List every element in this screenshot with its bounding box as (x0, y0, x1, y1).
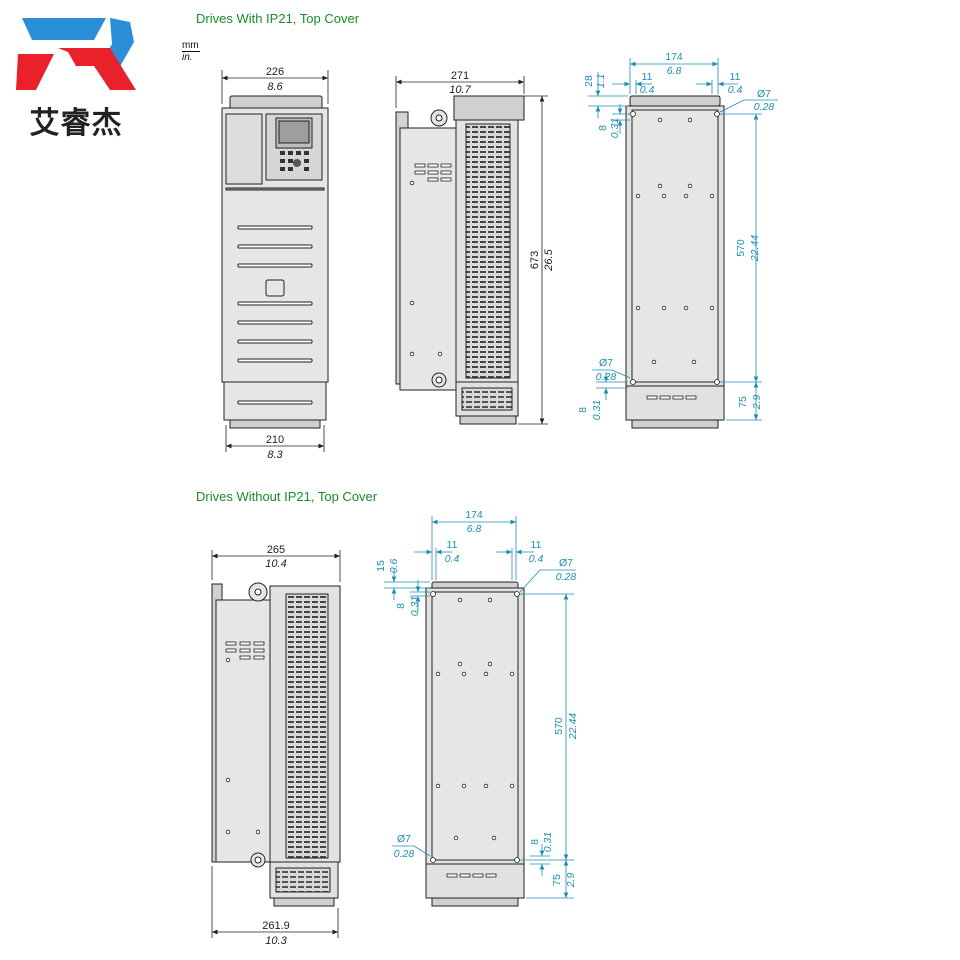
rear-hole-spacing-in: 22.44 (749, 235, 761, 262)
side-width-mm: 271 (451, 70, 469, 82)
rear-b-hole-spacing-in: 22.44 (567, 713, 579, 740)
logo-text: 艾睿杰 (29, 106, 123, 141)
rear-left-offset-in: 0.4 (640, 84, 655, 96)
rear-b-bottom-gap-mm: 8 (529, 839, 541, 845)
side-view-bottom-slots (225, 641, 265, 835)
side-view-top-slots (409, 163, 452, 357)
keypad (280, 151, 309, 171)
rear-top-dims (588, 58, 778, 421)
rear-top-gap-mm: 8 (597, 125, 609, 131)
unit-in: in. (182, 52, 193, 63)
section-title-with-ip21: Drives With IP21, Top Cover (196, 11, 360, 26)
rear-bottom-gap-mm: 8 (577, 407, 589, 413)
side-view-top (395, 95, 525, 425)
rear-top-margin-in: 1.1 (595, 74, 607, 89)
rear-bottom-hole-in: 0.28 (596, 371, 617, 383)
rear-left-offset-mm: 11 (642, 71, 653, 83)
side-width-in: 10.7 (449, 84, 471, 96)
side-bottom-base-width-in: 10.3 (265, 935, 287, 947)
side-height-in: 26.5 (543, 248, 555, 271)
rear-b-top-hole-in: 0.28 (556, 571, 577, 583)
front-view-slots (237, 225, 313, 405)
rear-b-width-mm: 174 (465, 509, 483, 521)
rear-top-gap-in: 0.31 (609, 118, 621, 138)
rear-view-bottom-holes (430, 591, 520, 878)
front-base-width-mm: 210 (266, 434, 284, 446)
rear-view-top-holes (630, 111, 720, 400)
rear-b-right-offset-mm: 11 (531, 539, 542, 551)
front-width-in: 8.6 (267, 81, 283, 93)
side-view-bottom (211, 582, 341, 907)
rear-width-in: 6.8 (667, 65, 682, 77)
rear-bottom-margin-in: 2.9 (751, 395, 763, 411)
rear-view-bottom (425, 581, 525, 907)
rear-b-bottom-margin-in: 2.9 (565, 873, 577, 889)
rear-b-left-offset-mm: 11 (447, 539, 458, 551)
rear-bottom-dims (384, 516, 576, 899)
front-dims (221, 70, 329, 452)
unit-mm: mm (182, 40, 200, 52)
rear-b-hole-spacing-mm: 570 (553, 717, 565, 735)
rear-b-top-gap-mm: 8 (395, 603, 407, 609)
front-width-mm: 226 (266, 66, 284, 78)
rear-b-left-offset-in: 0.4 (445, 553, 460, 565)
rear-view-top (625, 95, 725, 429)
side-bottom-base-width-mm: 261.9 (262, 920, 290, 932)
rear-bottom-hole-mm: Ø7 (599, 357, 613, 369)
rear-right-offset-mm: 11 (730, 71, 741, 83)
side-bottom-width-in: 10.4 (265, 558, 286, 570)
section-title-without-ip21: Drives Without IP21, Top Cover (196, 489, 378, 504)
rear-b-width-in: 6.8 (467, 523, 482, 535)
rear-b-top-gap-in: 0.31 (409, 596, 421, 616)
front-view-top (221, 95, 329, 429)
side-bottom-dims (211, 550, 341, 938)
rear-hole-spacing-mm: 570 (735, 239, 747, 257)
rear-width-mm: 174 (665, 51, 683, 63)
company-logo (16, 18, 136, 90)
side-bottom-width-mm: 265 (267, 544, 285, 556)
rear-b-right-offset-in: 0.4 (529, 553, 544, 565)
rear-top-margin-mm: 28 (583, 75, 595, 87)
rear-b-bottom-hole-in: 0.28 (394, 848, 415, 860)
rear-b-top-margin-in: 0.6 (388, 559, 400, 574)
rear-b-top-hole-mm: Ø7 (559, 557, 573, 569)
front-base-width-in: 8.3 (267, 449, 283, 461)
rear-b-top-margin-mm: 15 (375, 560, 387, 572)
rear-b-bottom-hole-mm: Ø7 (397, 833, 411, 845)
rear-top-hole-mm: Ø7 (757, 88, 771, 100)
rear-bottom-margin-mm: 75 (737, 396, 749, 408)
rear-b-bottom-margin-mm: 75 (551, 874, 563, 886)
side-top-dims (395, 76, 548, 425)
side-height-mm: 673 (529, 251, 541, 269)
rear-right-offset-in: 0.4 (728, 84, 743, 96)
rear-top-hole-in: 0.28 (754, 101, 775, 113)
rear-bottom-gap-in: 0.31 (591, 400, 603, 420)
rear-b-bottom-gap-in: 0.31 (542, 832, 554, 852)
unit-legend: mm in. (182, 40, 200, 63)
